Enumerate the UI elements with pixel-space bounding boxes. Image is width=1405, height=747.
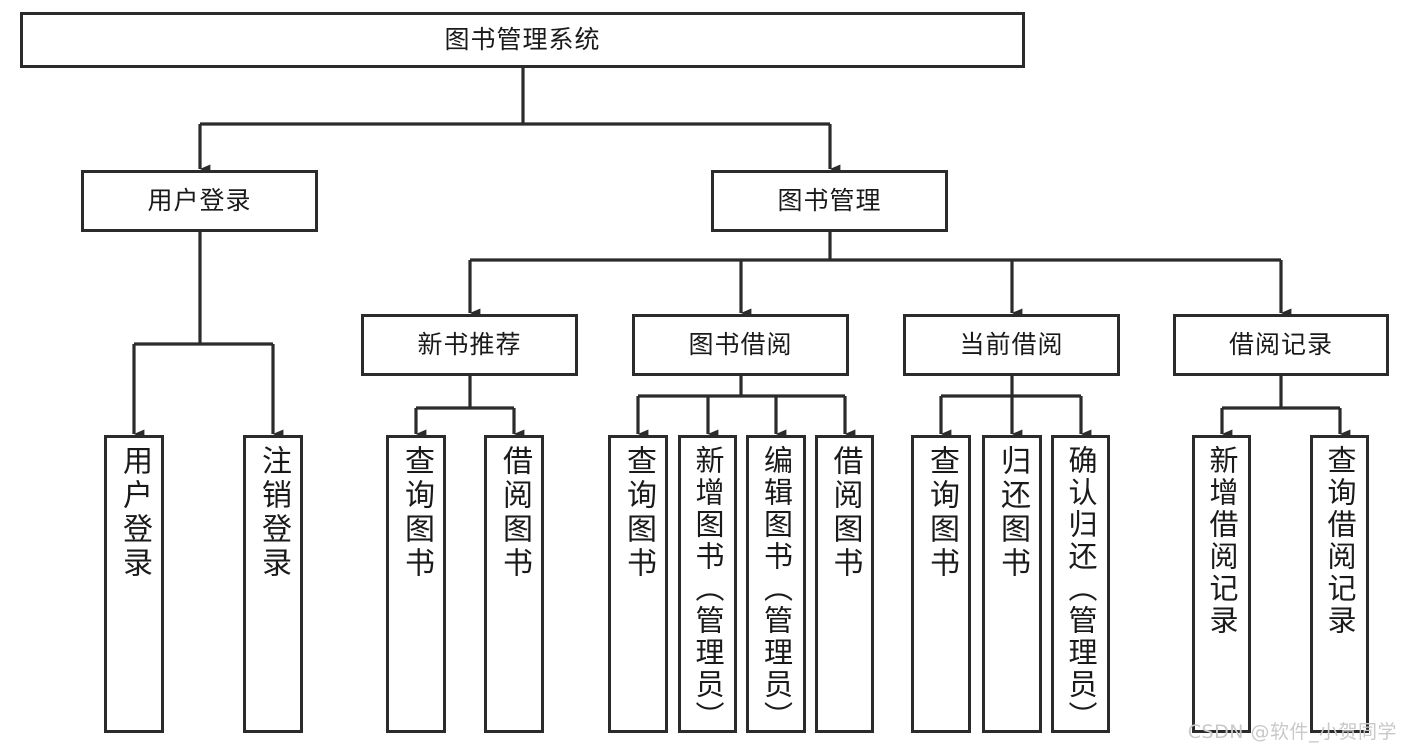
node-leaf-8[interactable]: 借阅图书 <box>815 435 874 733</box>
node-leaf-11[interactable]: 确认归还（管理员） <box>1051 435 1110 733</box>
node-new-book-rec[interactable]: 新书推荐 <box>361 314 578 376</box>
node-root[interactable]: 图书管理系统 <box>20 12 1025 68</box>
node-label: 当前借阅 <box>959 329 1064 359</box>
node-leaf-5[interactable]: 查询图书 <box>608 435 668 733</box>
node-label: 借阅图书 <box>497 445 532 581</box>
node-label: 新增借阅记录 <box>1205 445 1239 637</box>
node-cur-borrow[interactable]: 当前借阅 <box>903 314 1120 376</box>
node-label: 查询图书 <box>399 445 434 581</box>
node-label: 图书管理系统 <box>444 24 601 54</box>
node-leaf-1[interactable]: 用户登录 <box>104 435 164 733</box>
node-user-login[interactable]: 用户登录 <box>81 170 318 232</box>
node-label: 用户登录 <box>117 445 152 581</box>
node-label: 查询图书 <box>924 445 959 581</box>
node-label: 注销登录 <box>256 445 291 581</box>
node-label: 确认归还（管理员） <box>1064 445 1098 733</box>
node-label: 查询借阅记录 <box>1323 445 1357 637</box>
node-leaf-9[interactable]: 查询图书 <box>911 435 971 733</box>
node-leaf-2[interactable]: 注销登录 <box>243 435 303 733</box>
node-leaf-13[interactable]: 查询借阅记录 <box>1310 435 1369 733</box>
node-borrow-log[interactable]: 借阅记录 <box>1173 314 1389 376</box>
node-leaf-10[interactable]: 归还图书 <box>982 435 1042 733</box>
node-book-borrow[interactable]: 图书借阅 <box>632 314 849 376</box>
node-label: 新增图书（管理员） <box>691 445 725 733</box>
node-leaf-12[interactable]: 新增借阅记录 <box>1192 435 1251 733</box>
node-label: 查询图书 <box>621 445 656 581</box>
node-label: 图书管理 <box>777 185 882 215</box>
node-leaf-3[interactable]: 查询图书 <box>386 435 446 733</box>
node-leaf-7[interactable]: 编辑图书（管理员） <box>746 435 806 733</box>
node-book-manage[interactable]: 图书管理 <box>711 170 948 232</box>
node-label: 编辑图书（管理员） <box>759 445 794 733</box>
node-leaf-6[interactable]: 新增图书（管理员） <box>678 435 737 733</box>
node-label: 借阅图书 <box>827 445 863 581</box>
node-label: 图书借阅 <box>688 329 793 359</box>
node-label: 用户登录 <box>147 185 252 215</box>
node-label: 新书推荐 <box>417 329 522 359</box>
node-label: 借阅记录 <box>1228 329 1333 359</box>
node-label: 归还图书 <box>995 445 1030 581</box>
node-leaf-4[interactable]: 借阅图书 <box>484 435 544 733</box>
